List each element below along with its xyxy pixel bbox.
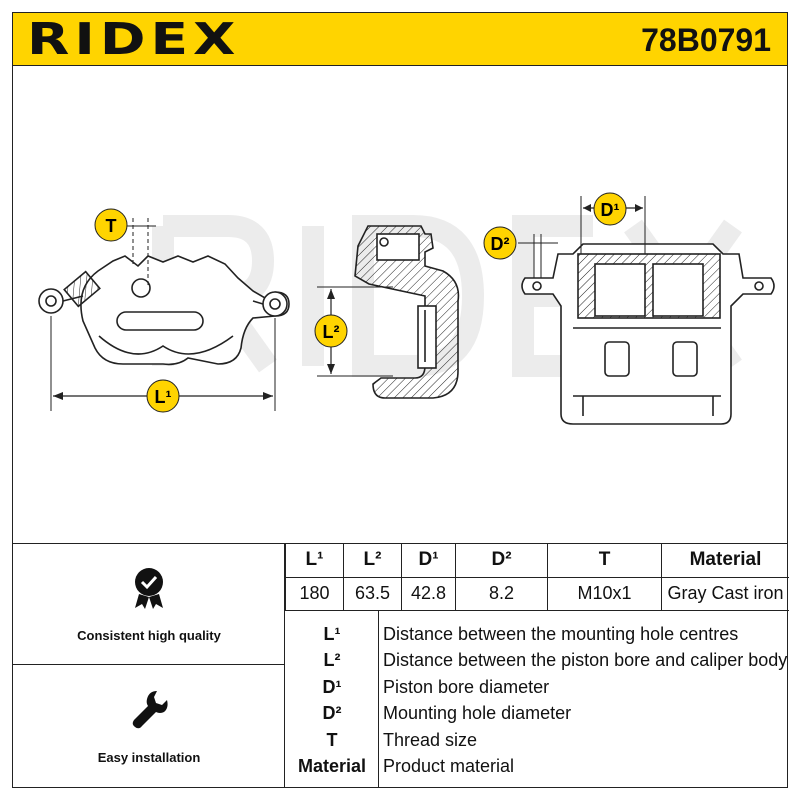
spec-value-t: M10x1 [547,576,662,611]
header-bar: RIDEX 78B0791 [12,12,788,66]
legend-key: D¹ [322,677,342,697]
spec-value-l1: 180 [285,576,344,611]
part-number: 78B0791 [641,22,771,58]
feature-installation-label: Easy installation [97,750,201,765]
feature-installation: Easy installation [13,665,285,787]
legend-description: Distance between the mounting hole centr… [383,624,739,644]
spec-header-l2: L² [343,544,402,578]
dimension-badge-d1 [593,192,627,226]
spec-value-d1: 42.8 [401,576,456,611]
legend-key: Material [297,756,367,776]
caliper-drawing-svg: T L¹ L² [38,192,775,425]
legend-key: L² [323,650,341,670]
dimension-badge-d2 [483,226,517,260]
spec-header-material: Material [661,544,789,578]
caliper-side-view [38,255,290,366]
legend-description: Product material [383,756,515,776]
spec-header-row: L¹ L² D¹ D² T Material [285,544,789,578]
wrench-icon [132,691,168,729]
spec-value-material: Gray Cast iron [661,576,789,611]
dimension-badge-t [94,208,128,242]
dimension-legend: L¹ Distance between the mounting hole ce… [285,610,789,788]
legend-key-column [285,611,379,788]
legend-key: D² [322,703,342,723]
info-panel: Consistent high quality Easy installatio… [12,543,789,788]
spec-header-l1: L¹ [285,544,344,578]
feature-quality: Consistent high quality [13,544,285,665]
legend-key: T [326,730,338,750]
spec-table: L¹ L² D¹ D² T Material 180 63.5 42.8 8.2… [285,544,789,611]
quality-badge-icon [135,568,163,609]
dimension-label-l2: L² [323,322,340,342]
spec-value-row: 180 63.5 42.8 8.2 M10x1 Gray Cast iron [285,576,789,611]
caliper-front-view [521,243,775,425]
legend-description: Mounting hole diameter [383,703,572,723]
spec-header-d2: D² [455,544,548,578]
technical-drawing: T L¹ L² [12,66,788,544]
spec-header-t: T [547,544,662,578]
legend-key: L¹ [323,624,341,644]
spec-value-d2: 8.2 [455,576,548,611]
dimension-label-d2: D² [491,234,510,254]
dimension-label-l1: L¹ [155,387,172,407]
brand-logo: RIDEX [27,14,241,65]
caliper-section-view [354,225,460,399]
spec-value-l2: 63.5 [343,576,402,611]
dimension-badge-l1 [146,379,180,413]
dimension-label-d1: D¹ [601,200,620,220]
legend-description: Distance between the piston bore and cal… [383,650,788,670]
dimension-label-t: T [106,216,117,236]
spec-header-d1: D¹ [401,544,456,578]
feature-list: Consistent high quality Easy installatio… [13,544,285,787]
legend-description: Thread size [383,730,478,750]
dimension-badge-l2 [314,314,348,348]
legend-description: Piston bore diameter [383,677,550,697]
feature-quality-label: Consistent high quality [77,628,221,643]
